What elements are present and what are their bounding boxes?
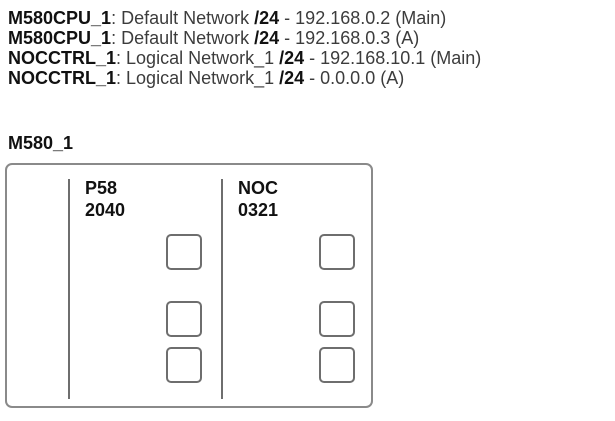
ip-address: - 192.168.10.1 (Main) xyxy=(304,48,482,68)
ethernet-port[interactable] xyxy=(166,234,202,270)
ethernet-port[interactable] xyxy=(319,234,355,270)
separator: : xyxy=(111,28,122,48)
network-entry: NOCCTRL_1: Logical Network_1 /24 - 0.0.0… xyxy=(8,68,481,88)
module-name: P58 xyxy=(85,178,118,198)
module-name: NOC xyxy=(238,178,278,198)
module-label-cpu[interactable]: P58 2040 xyxy=(85,177,125,221)
subnet-mask: /24 xyxy=(254,8,280,28)
rack-frame: P58 2040 NOC 0321 xyxy=(5,163,373,408)
device-name: NOCCTRL_1 xyxy=(8,68,117,88)
ethernet-port[interactable] xyxy=(319,301,355,337)
rack-slot-divider xyxy=(221,179,223,399)
module-number: 2040 xyxy=(85,200,126,220)
separator: : xyxy=(116,48,127,68)
ip-address: - 192.168.0.3 (A) xyxy=(279,28,420,48)
network-entry: M580CPU_1: Default Network /24 - 192.168… xyxy=(8,28,481,48)
ip-address: - 192.168.0.2 (Main) xyxy=(279,8,447,28)
network-name: Logical Network_1 xyxy=(126,48,280,68)
subnet-mask: /24 xyxy=(254,28,280,48)
rack-title: M580_1 xyxy=(8,133,74,153)
network-name: Logical Network_1 xyxy=(126,68,280,88)
separator: : xyxy=(116,68,127,88)
device-name: M580CPU_1 xyxy=(8,28,112,48)
rack-slot-divider xyxy=(68,179,70,399)
ethernet-port[interactable] xyxy=(166,301,202,337)
network-address-list: M580CPU_1: Default Network /24 - 192.168… xyxy=(8,8,481,88)
ethernet-port[interactable] xyxy=(319,347,355,383)
device-name: M580CPU_1 xyxy=(8,8,112,28)
separator: : xyxy=(111,8,122,28)
module-label-noc[interactable]: NOC 0321 xyxy=(238,177,278,221)
device-name: NOCCTRL_1 xyxy=(8,48,117,68)
network-name: Default Network xyxy=(121,28,255,48)
ethernet-port[interactable] xyxy=(166,347,202,383)
subnet-mask: /24 xyxy=(279,48,305,68)
ip-address: - 0.0.0.0 (A) xyxy=(304,68,405,88)
network-name: Default Network xyxy=(121,8,255,28)
module-number: 0321 xyxy=(238,200,279,220)
network-entry: NOCCTRL_1: Logical Network_1 /24 - 192.1… xyxy=(8,48,481,68)
subnet-mask: /24 xyxy=(279,68,305,88)
network-entry: M580CPU_1: Default Network /24 - 192.168… xyxy=(8,8,481,28)
